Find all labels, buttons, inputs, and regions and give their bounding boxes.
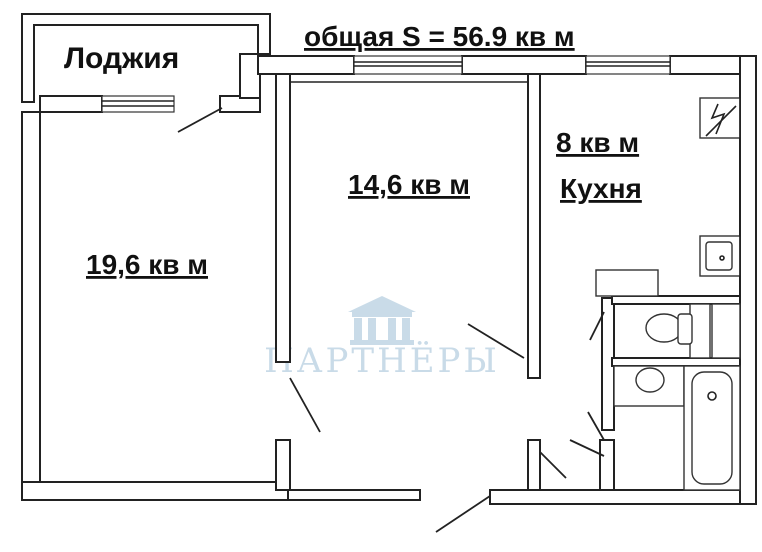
bottom-outer-wall-left: [21, 481, 289, 501]
kitchen-sink-icon: [699, 235, 741, 277]
right-outer-wall: [739, 55, 757, 505]
loggia-right-wall: [239, 53, 261, 99]
watermark: ПАРТНЁРЫ: [264, 296, 500, 381]
stove-icon: [699, 97, 741, 139]
door-middle-room[interactable]: [467, 323, 525, 359]
bathtub-icon: [683, 365, 741, 491]
wall-kitchen-bath: [611, 295, 741, 305]
door-kitchen[interactable]: [589, 311, 605, 341]
wc-pipe-box: [711, 303, 741, 359]
wall-bath-door-jamb: [599, 439, 615, 491]
wall-large-middle-lower: [275, 439, 291, 491]
window-large-room: [101, 95, 175, 113]
loggia-bottom-wall-left: [39, 95, 103, 113]
door-corridor-right[interactable]: [569, 439, 605, 457]
wall-large-middle: [275, 73, 291, 363]
door-bathroom[interactable]: [587, 411, 605, 441]
kitchen-area-label: 8 кв м: [556, 127, 639, 158]
left-outer-wall: [21, 111, 41, 501]
large-room-area-label: 19,6 кв м: [86, 249, 208, 280]
kitchen-name-label: Кухня: [560, 173, 642, 204]
wall-middle-kitchen: [527, 73, 541, 379]
watermark-text: ПАРТНЁРЫ: [264, 341, 500, 381]
facade-wall-2: [461, 55, 587, 75]
loggia-outer-wall: [21, 13, 271, 103]
watermark-building-icon: [348, 296, 416, 345]
corridor-bottom-wall: [287, 489, 421, 501]
window-kitchen: [585, 55, 671, 75]
kitchen-counter: [595, 269, 659, 297]
loggia-name-label: Лоджия: [64, 42, 179, 75]
door-entrance[interactable]: [435, 495, 491, 533]
facade-wall-1: [257, 55, 355, 75]
facade-wall-3: [669, 55, 751, 75]
door-large-room[interactable]: [289, 377, 321, 433]
washbasin-icon: [613, 365, 685, 407]
bottom-outer-wall-right: [489, 489, 751, 505]
wall-corridor-right: [527, 439, 541, 491]
wall-wc-bath: [611, 357, 741, 367]
middle-room-area-label: 14,6 кв м: [348, 169, 470, 200]
door-loggia[interactable]: [177, 107, 223, 133]
toilet-icon: [645, 303, 711, 359]
door-corridor-left[interactable]: [539, 451, 567, 479]
total-area-label: общая S = 56.9 кв м: [304, 21, 575, 52]
window-middle-room: [353, 55, 463, 75]
